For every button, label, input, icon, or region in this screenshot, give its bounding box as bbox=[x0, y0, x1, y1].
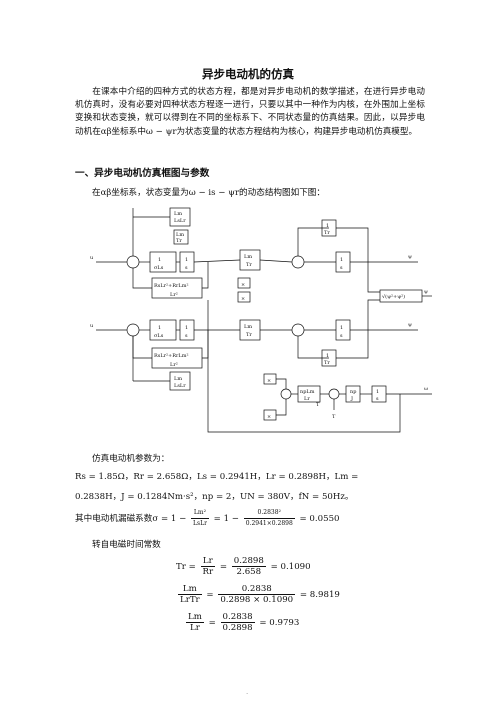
leakage-lead: 其中电动机漏磁系数σ = 1 − bbox=[75, 514, 187, 524]
svg-text:Tr: Tr bbox=[246, 332, 252, 338]
svg-text:1: 1 bbox=[326, 353, 329, 359]
svg-text:Tr: Tr bbox=[324, 230, 330, 236]
svg-text:ω: ω bbox=[424, 386, 428, 392]
eq1-frac-a-num: Lr bbox=[200, 556, 216, 567]
mult-a2 bbox=[237, 291, 251, 303]
eq3-frac-b-num: 0.2838 bbox=[220, 612, 255, 623]
svg-text:Lm: Lm bbox=[244, 254, 252, 260]
svg-text:Tr: Tr bbox=[246, 262, 252, 268]
svg-text:σLs: σLs bbox=[154, 333, 164, 339]
svg-text:Tr: Tr bbox=[176, 238, 182, 244]
eq2-result: = 8.9819 bbox=[299, 590, 340, 600]
eq1-frac-b-num: 0.2898 bbox=[231, 556, 266, 567]
svg-text:Lm: Lm bbox=[174, 376, 182, 382]
svg-text:s: s bbox=[340, 265, 343, 271]
eq2-frac-b-num: 0.2838 bbox=[218, 584, 296, 595]
svg-text:×: × bbox=[241, 282, 245, 288]
svg-text:Lr: Lr bbox=[304, 396, 310, 402]
svg-text:RsLr²+RrLm²: RsLr²+RrLm² bbox=[154, 353, 188, 359]
diagram-caption: 在αβ坐标系，状态变量为ω − is − ψr的动态结构图如下图： bbox=[92, 188, 325, 198]
svg-text:Lm: Lm bbox=[244, 324, 252, 330]
svg-text:1: 1 bbox=[185, 257, 188, 263]
leakage-frac1-den: LsLr bbox=[193, 520, 207, 527]
svg-text:RsLr²+RrLm²: RsLr²+RrLm² bbox=[154, 283, 188, 289]
svg-text:Lm: Lm bbox=[174, 211, 182, 217]
leakage-mid: = 1 − bbox=[213, 514, 240, 524]
params-caption: 仿真电动机参数为： bbox=[92, 454, 170, 464]
leakage-frac2-den: 0.2941×0.2898 bbox=[245, 520, 293, 527]
svg-text:LsLr: LsLr bbox=[174, 383, 186, 389]
mult-a1 bbox=[237, 277, 251, 289]
sum-alpha bbox=[126, 255, 140, 269]
eq3-frac-a-num: Lm bbox=[186, 612, 204, 623]
svg-text:ψ: ψ bbox=[424, 289, 428, 295]
svg-text:×: × bbox=[241, 296, 245, 302]
tr-caption: 转自电磁时间常数 bbox=[92, 540, 161, 550]
block-lm-tr bbox=[173, 229, 189, 245]
eq3-frac-b-den: 0.2898 bbox=[222, 623, 253, 633]
svg-text:npLm: npLm bbox=[300, 389, 315, 395]
eq1-frac-b-den: 2.658 bbox=[236, 567, 262, 577]
svg-text:Lr²: Lr² bbox=[170, 292, 178, 298]
intro-text: 在课本中介绍的四种方式的状态方程，都是对异步电动机的数学描述，在进行异步电动机仿… bbox=[75, 87, 425, 137]
svg-text:×: × bbox=[267, 414, 271, 420]
svg-text:T: T bbox=[316, 402, 320, 408]
eq1-lhs: Tr = bbox=[176, 562, 196, 572]
eq1-result: = 0.1090 bbox=[270, 562, 311, 572]
svg-text:σLs: σLs bbox=[154, 265, 164, 271]
page-title: 异步电动机的仿真 bbox=[202, 67, 294, 81]
leakage-frac1-num: Lm² bbox=[191, 508, 209, 519]
eq2-frac-a-den: LrTr bbox=[180, 595, 200, 605]
svg-text:s: s bbox=[340, 333, 343, 339]
svg-text:np: np bbox=[350, 389, 356, 395]
footer-mark: . bbox=[246, 688, 249, 696]
svg-text:1: 1 bbox=[326, 223, 329, 229]
svg-text:T: T bbox=[332, 414, 336, 420]
svg-text:1: 1 bbox=[158, 257, 161, 263]
svg-text:s: s bbox=[185, 265, 188, 271]
sum-psi-alpha bbox=[291, 255, 305, 269]
svg-text:J: J bbox=[350, 396, 353, 402]
svg-text:u: u bbox=[90, 323, 94, 329]
eq2-frac-b-den: 0.2898 × 0.1090 bbox=[220, 595, 294, 605]
eq1-frac-a-den: Rr bbox=[202, 567, 214, 577]
leakage-frac2-num: 0.2838² bbox=[243, 508, 295, 519]
svg-text:1: 1 bbox=[376, 389, 379, 395]
sum-psi-beta bbox=[291, 323, 305, 337]
params-line-1: Rs = 1.85Ω，Rr = 2.658Ω，Ls = 0.2941H，Lr =… bbox=[75, 472, 359, 482]
intro-paragraph: 在课本中介绍的四种方式的状态方程，都是对异步电动机的数学描述，在进行异步电动机仿… bbox=[75, 86, 425, 139]
svg-text:1: 1 bbox=[185, 325, 188, 331]
svg-text:ψ: ψ bbox=[408, 322, 412, 328]
svg-text:s: s bbox=[376, 396, 379, 402]
sum-torque bbox=[280, 388, 292, 400]
svg-text:Tr: Tr bbox=[324, 360, 330, 366]
section-heading: 一、异步电动机仿真框图与参数 bbox=[75, 168, 210, 179]
sum-beta bbox=[126, 323, 140, 337]
svg-text:s: s bbox=[185, 333, 188, 339]
svg-text:u: u bbox=[90, 255, 94, 261]
svg-text:Lm: Lm bbox=[176, 232, 184, 238]
svg-text:Lr²: Lr² bbox=[170, 362, 178, 368]
eq3-frac-a-den: Lr bbox=[190, 623, 200, 633]
leakage-result: = 0.0550 bbox=[299, 514, 340, 524]
params-line-2: 0.2838H，J = 0.1284Nm·s²，np = 2，UN = 380V… bbox=[75, 492, 354, 502]
eq3-result: = 0.9793 bbox=[259, 618, 300, 628]
svg-text:1: 1 bbox=[340, 257, 343, 263]
svg-text:×: × bbox=[267, 378, 271, 384]
eq2-frac-a-num: Lm bbox=[178, 584, 202, 595]
svg-text:LsLr: LsLr bbox=[174, 218, 186, 224]
svg-text:1: 1 bbox=[340, 325, 343, 331]
svg-text:ψ: ψ bbox=[408, 254, 412, 260]
svg-text:√(ψ²+ψ²): √(ψ²+ψ²) bbox=[382, 293, 405, 300]
svg-text:1: 1 bbox=[158, 325, 161, 331]
sum-speed bbox=[328, 388, 340, 400]
